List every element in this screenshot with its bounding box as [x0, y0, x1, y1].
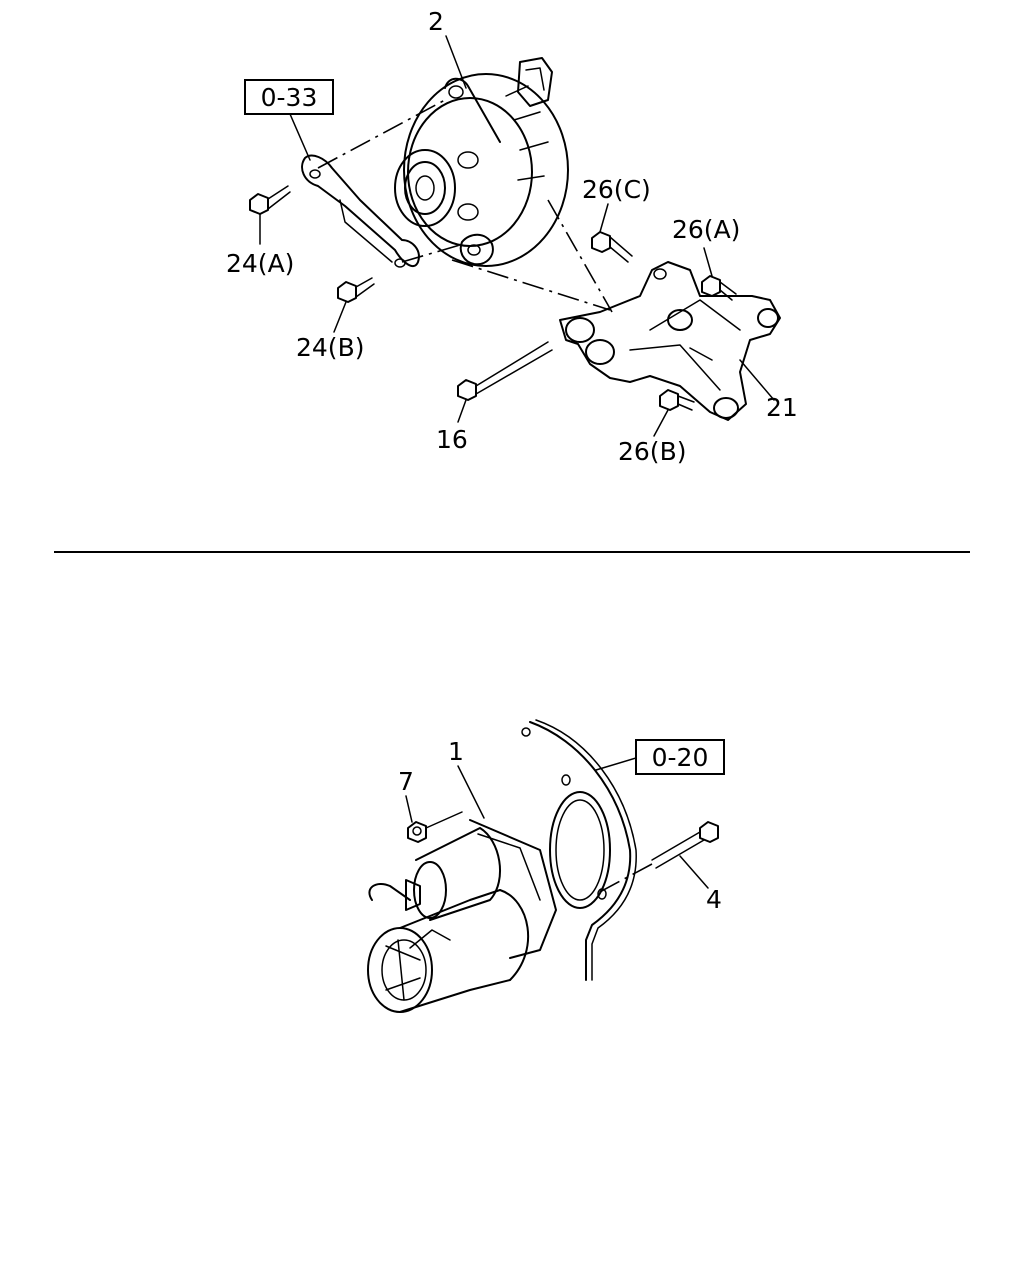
bolt-26a[interactable] [701, 275, 737, 301]
ref-0-20-leader [595, 757, 637, 771]
label-26b: 26(B) [618, 437, 686, 466]
leader-16 [457, 399, 467, 423]
engine-plate [521, 719, 637, 981]
label-1: 1 [448, 737, 464, 766]
leader-7-assembly [425, 811, 463, 829]
leader-2 [445, 35, 467, 89]
ref-box-0-20-label: 0-20 [652, 743, 709, 772]
assembly-line [317, 99, 446, 169]
lower-diagram: 0-20 1 7 [367, 719, 725, 1013]
ref-box-0-33-label: 0-33 [261, 83, 318, 112]
leader-4 [679, 855, 709, 889]
label-24a: 24(A) [226, 249, 294, 278]
alternator[interactable] [394, 57, 569, 267]
label-4: 4 [706, 885, 722, 914]
label-26a: 26(A) [672, 215, 740, 244]
bolt-26b[interactable] [659, 389, 695, 411]
leader-26a [703, 247, 713, 277]
leader-7 [405, 795, 413, 823]
ref-box-0-20[interactable]: 0-20 [635, 739, 725, 775]
leader-1 [457, 765, 485, 819]
label-21: 21 [766, 393, 798, 422]
bracket-21[interactable] [559, 261, 781, 421]
label-2: 2 [428, 7, 444, 36]
assembly-line [451, 259, 611, 311]
leader-24b [333, 301, 347, 333]
upper-diagram: 0-33 [226, 7, 798, 466]
bolt-24b[interactable] [337, 277, 375, 303]
label-7: 7 [398, 767, 414, 796]
assembly-line [595, 863, 653, 895]
ref-0-33-leader [289, 113, 311, 161]
label-16: 16 [436, 425, 468, 454]
label-26c: 26(C) [582, 175, 651, 204]
bolt-16[interactable] [457, 341, 553, 401]
leader-21 [739, 359, 775, 401]
starter-motor[interactable] [367, 819, 557, 1013]
ref-box-0-33[interactable]: 0-33 [244, 79, 334, 115]
bolt-4[interactable] [651, 821, 719, 869]
nut-7[interactable] [407, 821, 427, 843]
bolt-26c[interactable] [591, 231, 633, 263]
assembly-line [547, 199, 613, 313]
assembly-line [401, 244, 461, 263]
leader-26c [599, 203, 609, 233]
bolt-24a[interactable] [249, 185, 291, 215]
label-24b: 24(B) [296, 333, 364, 362]
leader-26b [653, 409, 669, 437]
